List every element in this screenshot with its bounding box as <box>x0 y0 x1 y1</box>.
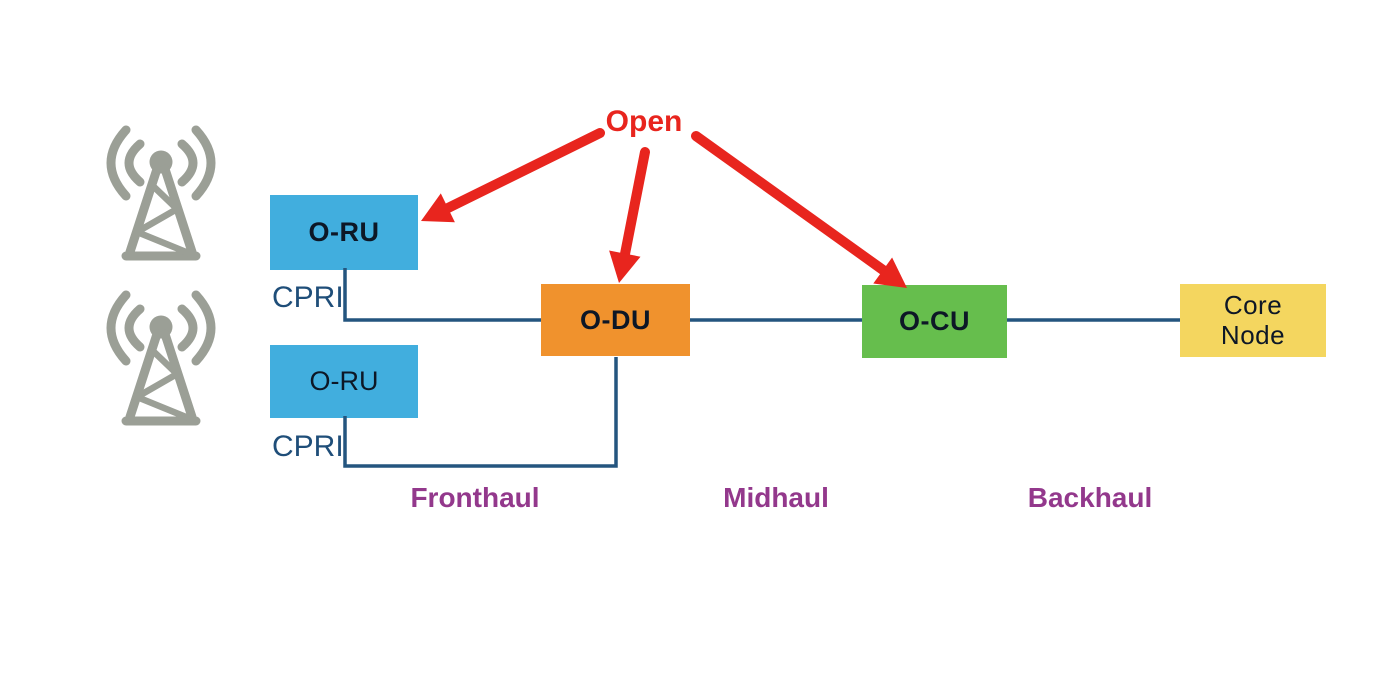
node-label-o-ru-1: O-RU <box>308 217 380 247</box>
node-box-o-ru-1: O-RU <box>270 195 418 270</box>
node-label-o-ru-2: O-RU <box>309 366 379 396</box>
node-label-core-node: Core Node <box>1220 290 1286 350</box>
cpri-label-1: CPRI <box>272 281 344 314</box>
node-box-o-cu: O-CU <box>862 285 1007 358</box>
node-box-o-ru-2: O-RU <box>270 345 418 418</box>
connector-oru1-to-odu <box>343 268 541 322</box>
open-arrow-to-odu <box>609 147 650 283</box>
node-box-o-du: O-DU <box>541 284 690 356</box>
open-arrow-to-oru <box>421 128 605 223</box>
radio-tower-icon <box>111 295 211 421</box>
open-arrow-to-ocu <box>691 131 907 288</box>
radio-tower-icon <box>111 130 211 256</box>
node-label-o-du: O-DU <box>580 304 651 335</box>
segment-label-fronthaul: Fronthaul <box>410 482 540 513</box>
node-label-o-cu: O-CU <box>899 306 970 336</box>
segment-label-backhaul: Backhaul <box>1027 482 1153 513</box>
cpri-label-2: CPRI <box>272 430 344 463</box>
node-box-core-node: Core Node <box>1180 284 1326 357</box>
open-callout-label: Open <box>605 105 683 138</box>
segment-label-midhaul: Midhaul <box>723 482 829 513</box>
